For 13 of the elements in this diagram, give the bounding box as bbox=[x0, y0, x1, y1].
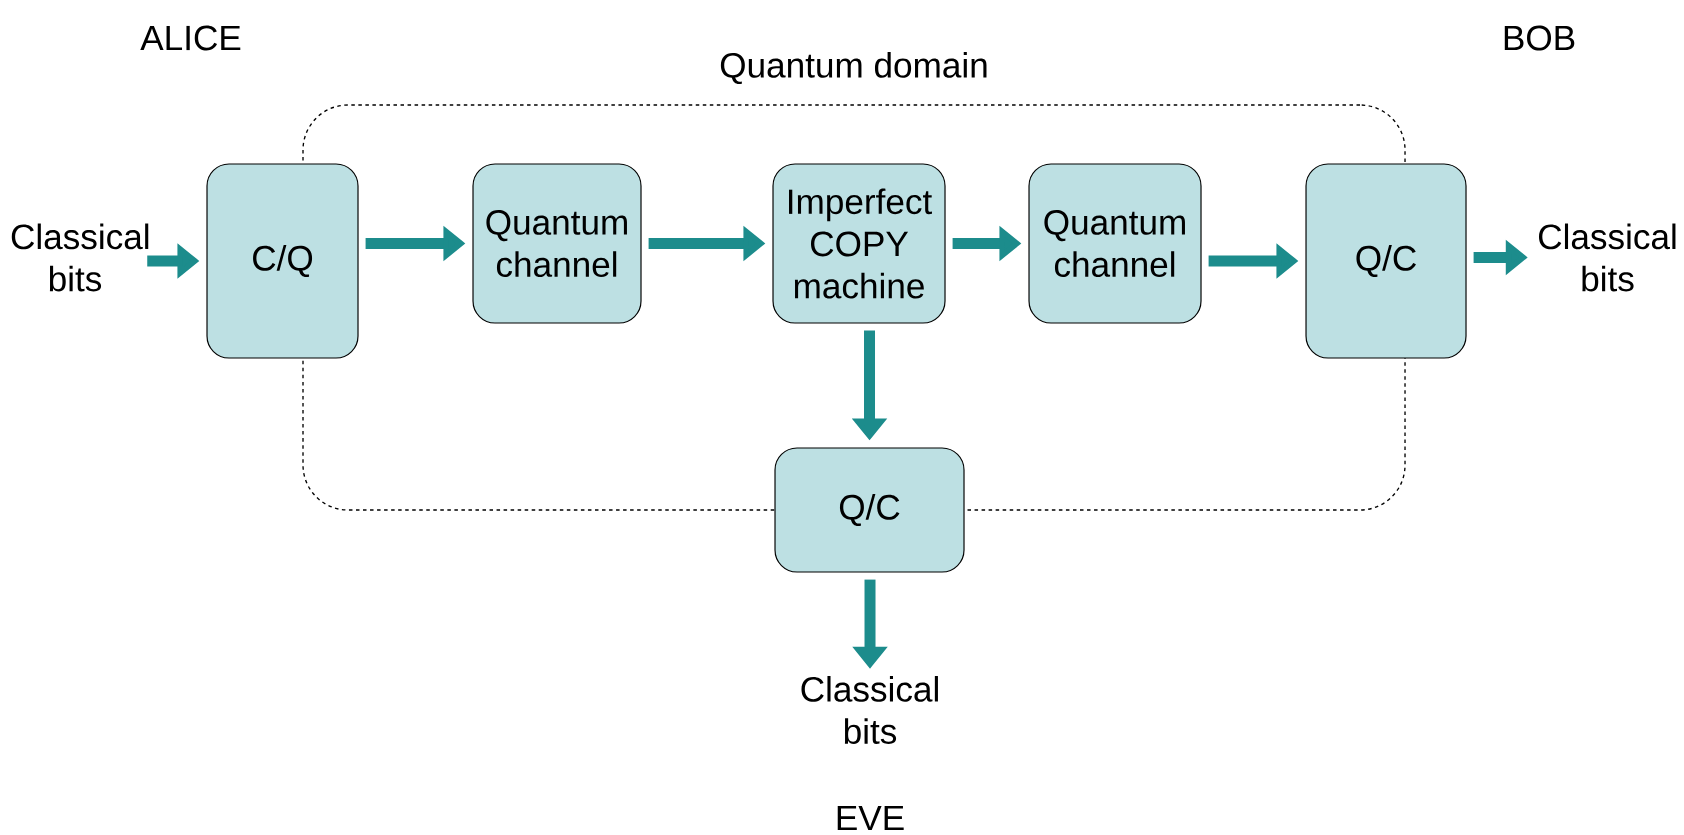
process-box: Quantum channel bbox=[472, 163, 642, 324]
party-label: EVE bbox=[837, 805, 904, 831]
node-label: Quantum domain bbox=[720, 51, 987, 85]
process-box: Q/C bbox=[1305, 163, 1467, 359]
process-box: Quantum channel bbox=[1028, 163, 1202, 324]
text-label: Classical bits bbox=[11, 223, 149, 292]
process-box: Imperfect COPY machine bbox=[772, 163, 946, 324]
process-box: C/Q bbox=[206, 163, 359, 359]
process-box: Q/C bbox=[774, 447, 965, 573]
text-label: Classical bits bbox=[801, 676, 938, 744]
party-label: BOB bbox=[1504, 25, 1575, 51]
text-label: Classical bits bbox=[1539, 223, 1676, 292]
party-label: ALICE bbox=[140, 25, 241, 51]
